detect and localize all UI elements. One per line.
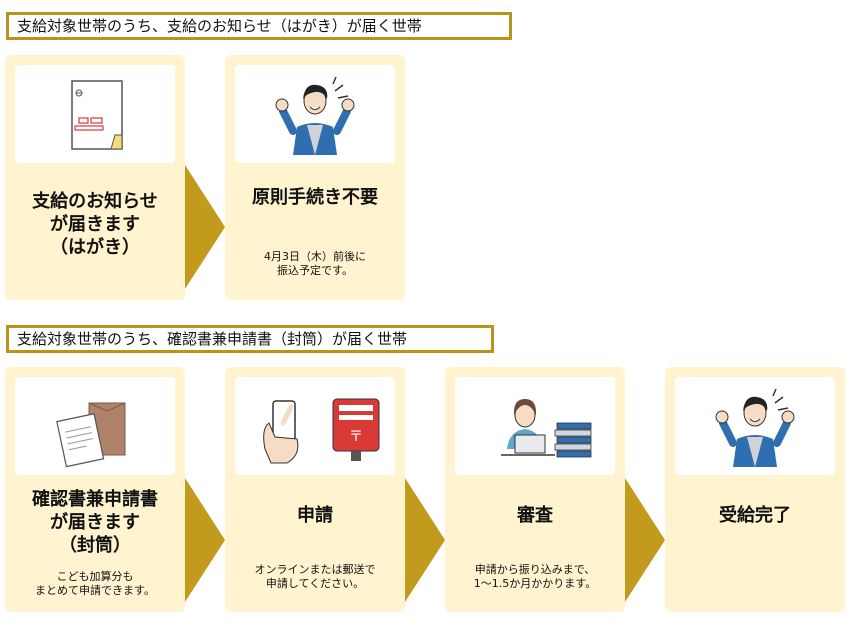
step-title: 審査 xyxy=(517,505,553,526)
postcard-icon xyxy=(15,65,175,163)
step-note: オンラインまたは郵送で 申請してください。 xyxy=(254,563,376,590)
step-card-received: 受給完了 xyxy=(665,367,845,612)
step-card-no-procedure: 原則手続き不要 4月3日（木）前後に 振込予定です。 xyxy=(225,55,405,300)
step-card-envelope: 確認書兼申請書 が届きます （封筒） こども加算分も まとめて申請できます。 xyxy=(5,367,185,612)
step-note: こども加算分も まとめて申請できます。 xyxy=(35,570,155,597)
step-card-postcard: 支給のお知らせ が届きます （はがき） xyxy=(5,55,185,300)
smartphone-mailbox-icon: 〒 xyxy=(235,377,395,475)
step-card-review: 審査 申請から振り込みまで、 1～1.5か月かかります。 xyxy=(445,367,625,612)
svg-text:〒: 〒 xyxy=(349,429,363,445)
step-title: 申請 xyxy=(297,505,333,526)
envelope-documents-icon xyxy=(15,377,175,475)
celebrating-person-icon xyxy=(675,377,835,475)
step-title: 支給のお知らせ が届きます （はがき） xyxy=(32,191,158,258)
step-note: 4月3日（木）前後に 振込予定です。 xyxy=(264,250,366,277)
celebrating-person-icon xyxy=(235,65,395,163)
step-card-apply: 〒 申請 オンラインまたは郵送で 申請してください。 xyxy=(225,367,405,612)
section-header-envelope: 支給対象世帯のうち、確認書兼申請書（封筒）が届く世帯 xyxy=(6,325,494,353)
section-header-postcard: 支給対象世帯のうち、支給のお知らせ（はがき）が届く世帯 xyxy=(6,12,512,40)
step-title: 受給完了 xyxy=(719,505,791,526)
step-title: 確認書兼申請書 が届きます （封筒） xyxy=(32,489,158,556)
step-note: 申請から振り込みまで、 1～1.5か月かかります。 xyxy=(473,563,597,590)
step-title: 原則手続き不要 xyxy=(252,187,378,208)
reviewer-laptop-icon xyxy=(455,377,615,475)
